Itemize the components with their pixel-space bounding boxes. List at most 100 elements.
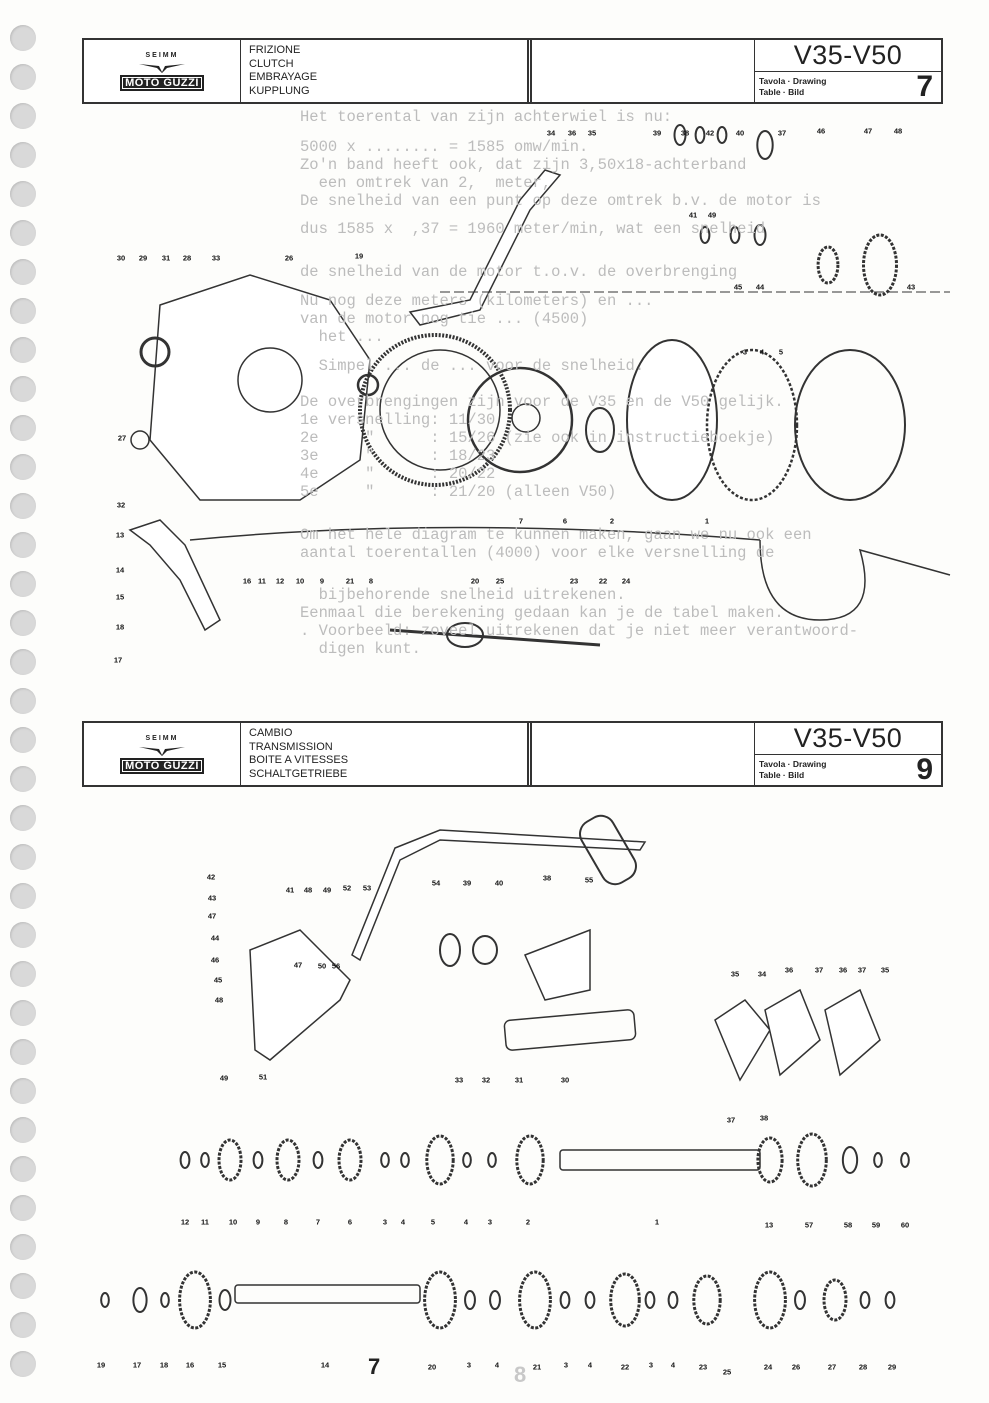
brand-text: MOTO GUZZI [120,74,204,91]
part-number-label: 6 [562,516,568,526]
part-number-label: 57 [804,1220,814,1230]
gear-part [400,1152,410,1168]
bleed-line: dus 1585 x ,37 = 1960 meter/min, wat een… [300,220,766,238]
part-number-label: 35 [880,965,890,975]
eagle-icon [139,746,185,756]
title-it: FRIZIONE [249,44,301,56]
part-number-label: 58 [843,1220,853,1230]
table-number: 9 [916,753,933,786]
gear-part [900,1152,910,1168]
part-number-label: 37 [814,965,824,975]
part-number-label: 4 [587,1360,593,1370]
part-number-label: 23 [569,576,579,586]
part-number-label: 60 [900,1220,910,1230]
gear-part [862,233,898,297]
bleed-line: . Voorbeeld: zoveel uitrekenen dat je ni… [300,622,859,640]
flywheel-inner [379,349,501,471]
part-number-label: 55 [584,875,594,885]
gear-part [584,1291,596,1309]
housing-bore [237,347,303,413]
part-number-label: 37 [777,128,787,138]
part-number-label: 20 [427,1362,437,1372]
part-number-label: 49 [707,210,717,220]
gear-part [132,1287,148,1313]
bleed-line: 4e " : 20/22 [300,465,496,483]
part-number-label: 9 [319,576,325,586]
part-number-label: 36 [567,128,577,138]
gear-lever [351,829,647,962]
clutch-disc-hub [511,403,541,433]
gear-part [753,1270,787,1330]
part-number-label: 14 [320,1360,330,1370]
footrest-rubber [579,814,637,886]
gear-part [515,1134,545,1186]
part-number-label: 6 [347,1217,353,1227]
part-number-label: 28 [858,1362,868,1372]
part-number-label: 15 [115,592,125,602]
title-fr: EMBRAYAGE [249,71,318,83]
binder-hole [10,415,36,441]
part-number-label: 20 [470,576,480,586]
part-number-label: 15 [217,1360,227,1370]
part-number-label: 41 [688,210,698,220]
gear-part [794,1290,806,1310]
clutch-header: SEIMM MOTO GUZZI FRIZIONE CLUTCH EMBRAYA… [82,38,943,104]
part-number-label: 19 [354,251,364,261]
binder-hole [10,1000,36,1026]
clutch-housing [149,274,371,501]
gear-part [423,1270,457,1330]
part-number-label: 11 [258,576,266,586]
part-number-label: 59 [871,1220,881,1230]
part-number-label: 40 [494,878,504,888]
gear-part [200,1152,210,1168]
part-number-label: 2 [525,1217,531,1227]
part-number-label: 3 [466,1360,472,1370]
part-number-label: 37 [726,1115,736,1125]
gear-part [729,226,741,244]
part-number-label: 42 [705,128,715,138]
bleed-line: 2e " : 15/26 (zie ook in instructieboekj… [300,429,775,447]
part-number-label: 32 [116,500,126,510]
gear-part [380,1152,390,1168]
part-number-label: 50 [317,961,327,971]
part-number-label: 33 [211,253,221,263]
part-number-label: 8 [283,1217,289,1227]
gear-part [464,1290,476,1310]
part-number-label: 5 [778,347,784,357]
bleed-line: 5e " : 21/20 (alleen V50) [300,483,617,501]
plug [130,430,150,450]
part-number-label: 25 [495,576,505,586]
part-number-label: 47 [293,960,303,970]
part-number-label: 31 [514,1075,524,1085]
kickstart-lever [408,169,562,326]
bleed-line: Eenmaal die berekening gedaan kan je de … [300,604,784,622]
part-number-label: 36 [838,965,848,975]
gear-part [841,1146,859,1174]
part-number-label: 36 [784,965,794,975]
part-number-label: 38 [542,873,552,883]
seimm-text: SEIMM [145,51,179,59]
part-number-label: 21 [345,576,355,586]
part-number-label: 3 [563,1360,569,1370]
bleed-line: een omtrek van 2, meter, [300,174,552,192]
bleed-line: 1e versnelling: 11/30 [300,411,496,429]
part-number-label: 51 [258,1072,268,1082]
seimm-text: SEIMM [145,734,179,742]
push-rod [389,628,601,647]
eagle-icon [139,63,185,73]
bleed-line: De overbrengingen zijn voor de V35 en de… [300,393,784,411]
binder-hole [10,805,36,831]
clutch-lever [128,519,221,632]
bleed-line: het ... [300,328,384,346]
gear-part [756,1136,784,1184]
gear-part [337,1138,363,1182]
moto-guzzi-logo: SEIMM MOTO GUZZI [84,40,241,102]
gear-part [559,1291,571,1309]
part-number-label: 4 [400,1217,406,1227]
binder-hole [10,1234,36,1260]
page-number: 7 [368,1354,381,1379]
flywheel [358,333,512,487]
bleed-line: De snelheid van een punt op deze omtrek … [300,192,821,210]
part-number-label: 1 [654,1217,660,1227]
